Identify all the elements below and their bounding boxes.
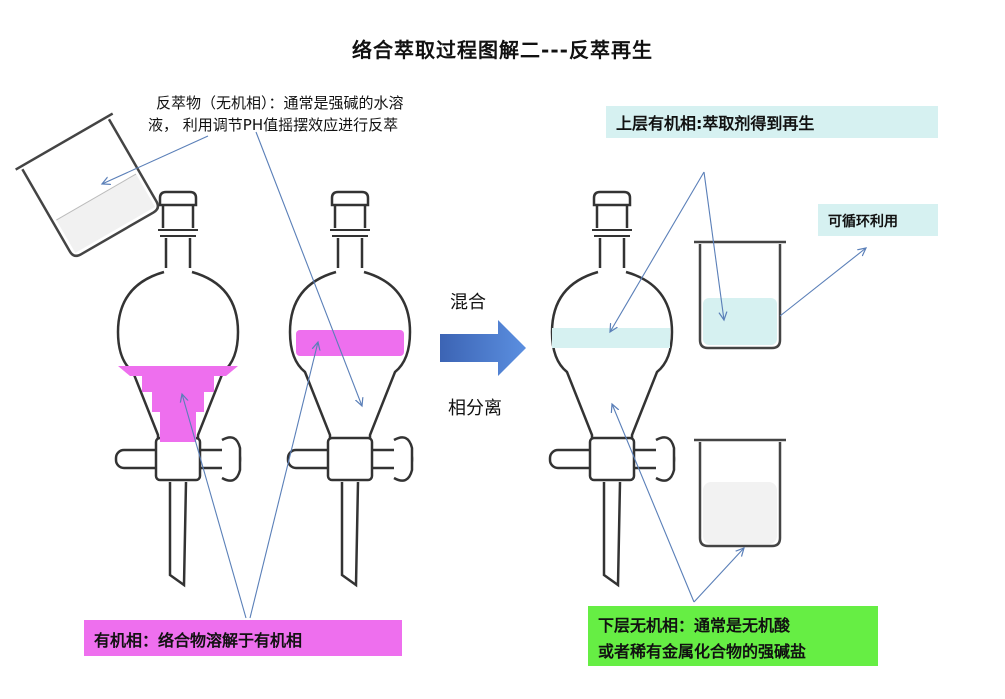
phase-separation-label: 相分离 — [448, 398, 502, 419]
inorganic-beaker — [694, 438, 786, 548]
stripping-beaker — [15, 112, 160, 258]
stripping-note-line2: 液， 利用调节PH值摇摆效应进行反萃 — [148, 116, 399, 134]
organic-phase-funnel-3 — [552, 328, 670, 348]
pointer-upper-to-beaker — [703, 171, 724, 320]
mix-arrow — [440, 320, 526, 376]
separatory-funnel-2 — [286, 190, 414, 588]
organic-phase-funnel-2 — [296, 330, 404, 356]
pointer-to-funnel-2 — [255, 131, 362, 406]
pointer-to-recycle — [779, 248, 866, 317]
lower-inorganic-line1: 下层无机相：通常是无机酸 — [598, 616, 791, 635]
separatory-funnel-1 — [114, 190, 242, 588]
pointer-to-tilted-beaker — [102, 135, 209, 184]
mix-label: 混合 — [450, 292, 486, 313]
stripping-note-line1: 反萃物（无机相）：通常是强碱的水溶 — [156, 94, 404, 112]
lower-inorganic-phase-box: 下层无机相：通常是无机酸 或者稀有金属化合物的强碱盐 — [588, 606, 878, 666]
upper-organic-phase-label: 上层有机相:萃取剂得到再生 — [606, 106, 938, 138]
separatory-funnel-3 — [548, 190, 676, 588]
pointer-to-pink-funnel-1 — [182, 394, 247, 619]
organic-phase-label: 有机相：络合物溶解于有机相 — [84, 620, 402, 656]
lower-inorganic-line2: 或者稀有金属化合物的强碱盐 — [598, 642, 807, 661]
recycle-label: 可循环利用 — [818, 204, 938, 236]
pointer-upper-to-funnel-3 — [610, 171, 705, 332]
pointer-lower-to-funnel-3 — [612, 404, 695, 603]
organic-beaker — [694, 240, 786, 350]
pointer-lower-to-beaker — [693, 548, 744, 603]
diagram-title: 络合萃取过程图解二---反萃再生 — [352, 38, 653, 62]
organic-phase-funnel-1 — [118, 366, 238, 442]
pointer-to-pink-funnel-2 — [249, 342, 318, 619]
